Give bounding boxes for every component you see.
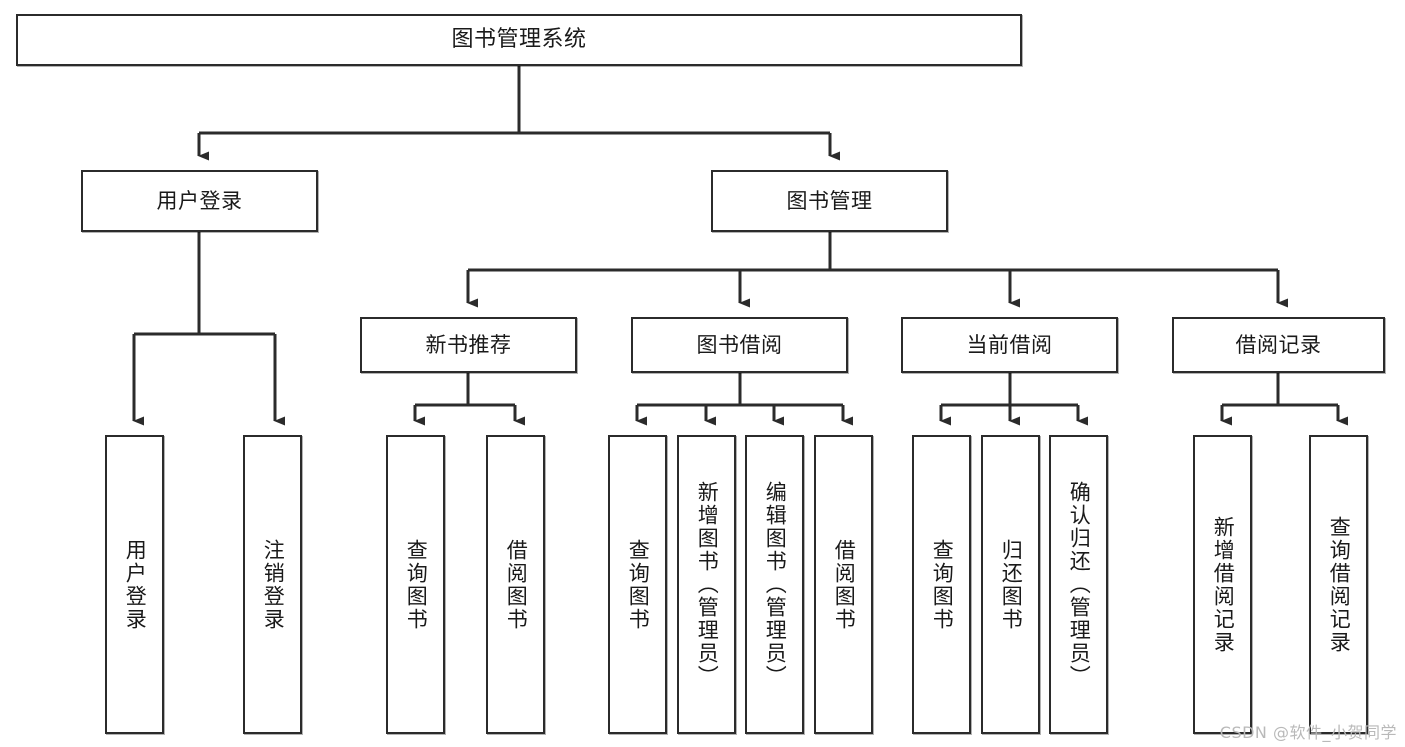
- node-root[interactable]: 图书管理系统: [16, 14, 1022, 66]
- node-book-manage-label: 图书管理: [786, 188, 873, 213]
- leaf-logout-label: 注销登录: [261, 538, 286, 631]
- leaf-borrow-book-new[interactable]: 借阅图书: [486, 435, 545, 734]
- node-book-borrow-label: 图书借阅: [696, 332, 783, 357]
- leaf-logout[interactable]: 注销登录: [243, 435, 302, 734]
- node-book-manage[interactable]: 图书管理: [711, 170, 948, 232]
- node-current-borrow-label: 当前借阅: [966, 332, 1053, 357]
- leaf-add-borrow-record-label: 新增借阅记录: [1211, 515, 1236, 654]
- node-new-book-recommendation[interactable]: 新书推荐: [360, 317, 577, 373]
- node-borrow-record-label: 借阅记录: [1235, 332, 1322, 357]
- node-book-borrow[interactable]: 图书借阅: [631, 317, 848, 373]
- leaf-query-book-new[interactable]: 查询图书: [386, 435, 445, 734]
- node-root-label: 图书管理系统: [451, 27, 587, 53]
- leaf-query-book-current-label: 查询图书: [930, 538, 955, 631]
- leaf-borrow-book[interactable]: 借阅图书: [814, 435, 873, 734]
- leaf-return-book-label: 归还图书: [999, 538, 1024, 631]
- leaf-query-borrow-record-label: 查询借阅记录: [1327, 515, 1352, 654]
- leaf-query-borrow-record[interactable]: 查询借阅记录: [1309, 435, 1368, 734]
- leaf-query-book-borrow-label: 查询图书: [626, 538, 651, 631]
- node-current-borrow[interactable]: 当前借阅: [901, 317, 1118, 373]
- leaf-user-login[interactable]: 用户登录: [105, 435, 164, 734]
- leaf-add-book-label: 新增图书（管理员）: [695, 481, 720, 688]
- leaf-edit-book[interactable]: 编辑图书（管理员）: [745, 435, 804, 734]
- leaf-query-book-current[interactable]: 查询图书: [912, 435, 971, 734]
- leaf-confirm-return[interactable]: 确认归还（管理员）: [1049, 435, 1108, 734]
- node-user-login-label: 用户登录: [156, 188, 243, 213]
- node-user-login[interactable]: 用户登录: [81, 170, 318, 232]
- leaf-edit-book-label: 编辑图书（管理员）: [763, 481, 788, 688]
- node-borrow-record[interactable]: 借阅记录: [1172, 317, 1385, 373]
- leaf-add-book[interactable]: 新增图书（管理员）: [677, 435, 736, 734]
- node-new-book-recommendation-label: 新书推荐: [425, 332, 512, 357]
- leaf-confirm-return-label: 确认归还（管理员）: [1067, 481, 1092, 688]
- leaf-user-login-label: 用户登录: [123, 538, 148, 631]
- watermark-text: CSDN @软件_小贺同学: [1219, 723, 1397, 742]
- leaf-borrow-book-label: 借阅图书: [832, 538, 857, 631]
- leaf-borrow-book-new-label: 借阅图书: [504, 538, 529, 631]
- leaf-query-book-borrow[interactable]: 查询图书: [608, 435, 667, 734]
- leaf-query-book-new-label: 查询图书: [404, 538, 429, 631]
- leaf-add-borrow-record[interactable]: 新增借阅记录: [1193, 435, 1252, 734]
- leaf-return-book[interactable]: 归还图书: [981, 435, 1040, 734]
